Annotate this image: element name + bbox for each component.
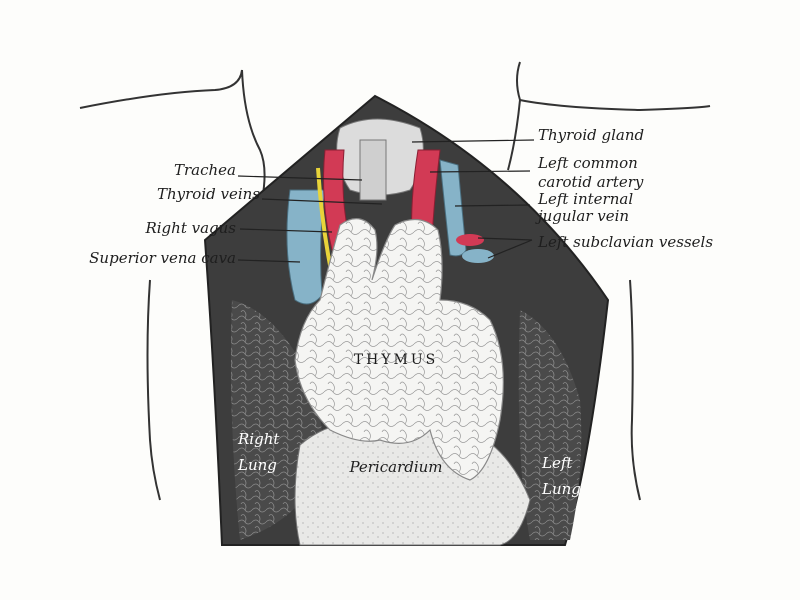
label-thymus: THYMUS bbox=[354, 352, 439, 368]
leader-right-vagus bbox=[239, 228, 333, 233]
leader-thyroid-veins bbox=[261, 198, 383, 205]
label-left-common-line1: Left common bbox=[537, 154, 638, 172]
label-superior-vena-cava: Superior vena cava bbox=[89, 249, 236, 267]
label-left-internal-line2: jugular vein bbox=[535, 207, 629, 225]
left-lung bbox=[518, 310, 582, 540]
label-thyroid-veins: Thyroid veins bbox=[157, 185, 260, 203]
label-trachea: Trachea bbox=[174, 161, 236, 179]
label-right-vagus: Right vagus bbox=[144, 219, 236, 237]
left-subclavian-vein bbox=[462, 249, 494, 263]
label-pericardium: Pericardium bbox=[348, 458, 442, 476]
leader-left-subclavian-b bbox=[487, 239, 533, 259]
leader-left-internal-jugular bbox=[454, 204, 531, 207]
label-thyroid-gland: Thyroid gland bbox=[538, 126, 644, 144]
left-subclavian-artery bbox=[456, 234, 484, 246]
leader-thyroid-gland bbox=[411, 139, 535, 143]
left-flank-outline bbox=[146, 279, 161, 501]
left-internal-jugular-vein bbox=[439, 159, 467, 257]
label-right-lung-line2: Lung bbox=[237, 456, 277, 474]
label-left-lung-line1: Left bbox=[541, 454, 573, 472]
leader-left-common-carotid bbox=[429, 170, 531, 173]
leader-trachea bbox=[237, 175, 363, 181]
label-left-lung-line2: Lung bbox=[541, 480, 581, 498]
label-left-common-line2: carotid artery bbox=[538, 173, 644, 191]
label-left-internal-line1: Left internal bbox=[537, 190, 633, 208]
thymus bbox=[294, 218, 504, 481]
trachea bbox=[359, 139, 387, 201]
right-shoulder-outline bbox=[507, 61, 711, 171]
label-left-subclavian: Left subclavian vessels bbox=[537, 233, 713, 251]
leader-left-subclavian-a bbox=[477, 237, 533, 241]
leader-superior-vena-cava bbox=[237, 259, 301, 263]
superior-vena-cava bbox=[286, 189, 326, 305]
right-flank-outline bbox=[629, 279, 641, 501]
label-right-lung-line1: Right bbox=[237, 430, 280, 448]
